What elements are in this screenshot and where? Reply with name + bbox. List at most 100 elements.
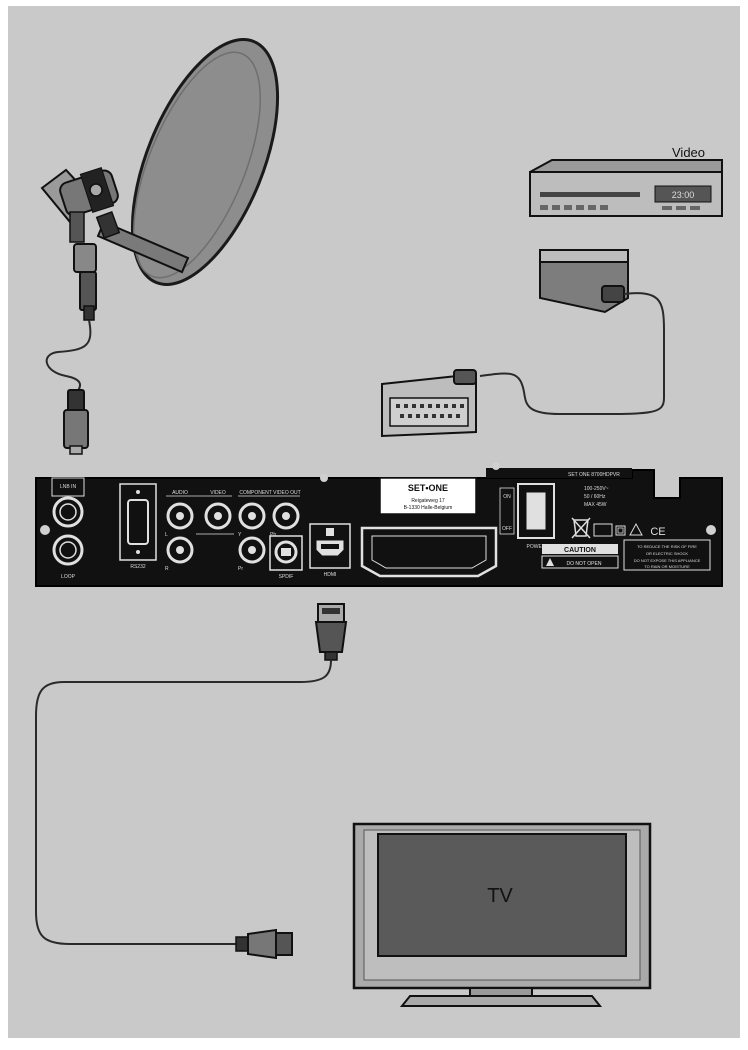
lnb-port xyxy=(69,211,85,243)
lnb-bracket xyxy=(95,210,121,240)
shock-warning-icon xyxy=(546,558,554,566)
warning-line-3: DO NOT EXPOSE THIS APPLIANCE xyxy=(634,558,701,563)
f-connector-sleeve xyxy=(79,271,97,311)
dvb-logo xyxy=(593,523,613,537)
rs232-screw xyxy=(136,550,140,554)
lnb-bolt xyxy=(89,183,103,197)
scart-pins xyxy=(389,397,469,427)
lnb-f-connector xyxy=(73,243,97,321)
hdmi-marker xyxy=(326,528,334,536)
hdmi-plug-receiver xyxy=(314,603,348,661)
component-label: COMPONENT VIDEO OUT xyxy=(239,490,300,496)
warning-triangle-icon xyxy=(629,522,643,536)
component-pr-pin xyxy=(248,546,256,554)
f-connector-nut xyxy=(73,243,97,273)
hdmi-plug-head xyxy=(275,932,293,956)
hdmi-cable xyxy=(35,659,332,945)
ce-mark: CE xyxy=(650,526,665,538)
component-y-label: Y xyxy=(238,532,242,538)
lnb-in-port-inner xyxy=(59,503,77,521)
double-insulation-icon xyxy=(615,525,626,536)
panel-screw xyxy=(706,525,716,535)
audio-l-pin xyxy=(176,512,184,520)
hdmi-plug-boot xyxy=(235,936,249,952)
video-label: Video xyxy=(672,145,705,160)
power-switch xyxy=(525,491,547,531)
vcr-button xyxy=(600,205,608,210)
hdmi-plug-body xyxy=(314,621,348,653)
power-label: POWER xyxy=(527,544,546,550)
brand-plate xyxy=(379,477,477,515)
rating-line-2: 50 / 60Hz xyxy=(584,494,606,500)
loop-port-inner xyxy=(59,541,77,559)
hdmi-label: HDMI xyxy=(324,572,337,578)
vcr-button xyxy=(676,206,686,210)
scart-cable xyxy=(479,292,665,416)
receiver-back-panel: LNB IN LOOP RS232 AUDIO VIDEO L R COMPON… xyxy=(35,462,723,587)
vcr-display xyxy=(654,185,712,203)
vcr-button xyxy=(662,206,672,210)
spdif-label: SPDIF xyxy=(279,574,294,580)
vcr-display-text: 23:00 xyxy=(672,190,695,200)
vcr: Video 23:00 xyxy=(529,145,723,217)
coax-plug-body xyxy=(63,409,89,449)
hdmi-port-slot xyxy=(321,544,339,549)
lnb-in-label: LNB IN xyxy=(60,484,77,490)
lnb xyxy=(40,166,121,243)
brand-address-2: B-1330 Halle-Belgium xyxy=(404,505,453,511)
caution-plate xyxy=(542,544,618,554)
vcr-top xyxy=(529,159,723,173)
coax-plug xyxy=(63,389,89,455)
warning-plate xyxy=(623,539,711,571)
vcr-button xyxy=(576,205,584,210)
television: TV xyxy=(352,822,652,1007)
vcr-buttons xyxy=(540,205,700,210)
audio-r-pin xyxy=(176,546,184,554)
rs232-label: RS232 xyxy=(130,564,146,570)
vcr-cassette-slot xyxy=(540,192,640,197)
power-switch-labels xyxy=(499,487,515,535)
f-connector-boot xyxy=(83,305,95,321)
panel-screw xyxy=(40,525,50,535)
vcr-button xyxy=(552,205,560,210)
tv-stand-base xyxy=(399,995,603,1007)
audio-r-label: R xyxy=(165,566,169,572)
scart-socket-inner xyxy=(371,535,487,569)
vcr-button xyxy=(588,205,596,210)
scart-plug-face xyxy=(539,249,629,263)
coax-plug-tip xyxy=(69,445,83,455)
component-pb-pin xyxy=(282,512,290,520)
weee-bin-icon xyxy=(571,517,591,539)
rating-line-1: 100-250V~ xyxy=(584,486,609,492)
vcr-button xyxy=(690,206,700,210)
warning-line-1: TO REDUCE THE RISK OF FIRE xyxy=(637,544,697,549)
warning-line-2: OR ELECTRIC SHOCK xyxy=(646,551,689,556)
do-not-open-plate xyxy=(541,555,619,569)
rs232-screw xyxy=(136,490,140,494)
scart-cable-exit xyxy=(601,285,625,303)
panel-step xyxy=(486,468,632,478)
component-pb-label: Pb xyxy=(270,532,276,538)
coax-plug-boot xyxy=(67,389,85,413)
scart-cable-exit xyxy=(453,369,477,385)
tv-screen xyxy=(377,833,627,957)
warning-line-4: TO RAIN OR MOISTURE xyxy=(644,564,690,569)
audio-label: AUDIO xyxy=(172,490,188,496)
vcr-button xyxy=(540,205,548,210)
tv-stand-neck xyxy=(469,987,533,997)
panel-screw xyxy=(320,474,328,482)
component-y-pin xyxy=(248,512,256,520)
scart-pin-row xyxy=(396,404,464,418)
model-label: SET ONE 8700HDPVR xyxy=(568,472,620,478)
hdmi-plug-boot xyxy=(324,651,338,661)
video-pin xyxy=(214,512,222,520)
panel-screw xyxy=(492,462,500,470)
brand-logo: SET•ONE xyxy=(408,483,448,493)
do-not-open-label: DO NOT OPEN xyxy=(567,561,602,567)
vcr-button xyxy=(564,205,572,210)
coax-cable xyxy=(45,319,92,395)
audio-l-label: L xyxy=(165,532,168,538)
brand-address-1: Reigateweg 17 xyxy=(411,498,445,504)
